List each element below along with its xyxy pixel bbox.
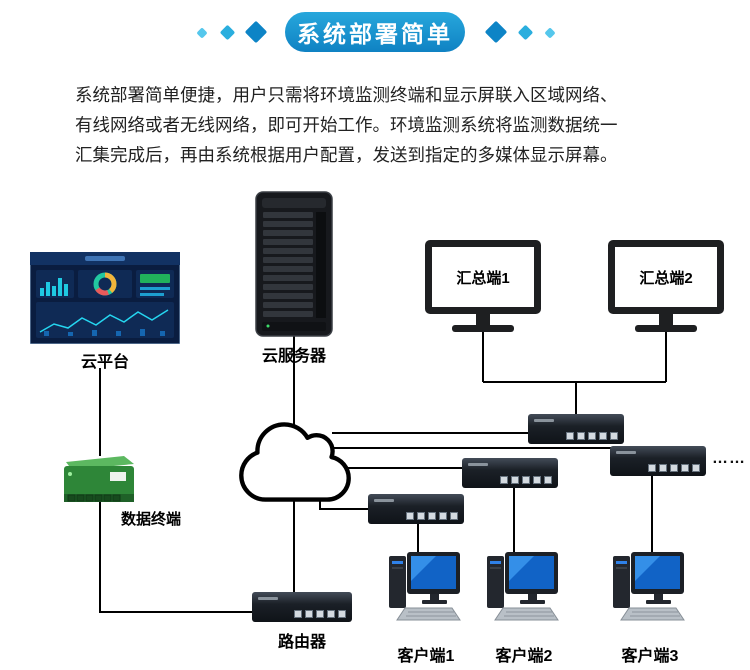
router-ports bbox=[294, 610, 346, 618]
switch-3 bbox=[462, 458, 558, 488]
monitor-frame: 汇总端1 bbox=[425, 240, 541, 314]
page-title: 系统部署简单 bbox=[297, 21, 453, 47]
client-label-3: 客户端3 bbox=[621, 648, 679, 665]
cloud-platform-label: 云平台 bbox=[80, 354, 129, 371]
client-computer-3 bbox=[613, 552, 685, 621]
title-badge: 系统部署简单 bbox=[285, 12, 465, 52]
monitor-base bbox=[635, 325, 697, 332]
terminal-connectors bbox=[67, 494, 121, 502]
intro-line-1: 系统部署简单便捷，用户只需将环境监测终端和显示屏联入区域网络、 bbox=[75, 85, 618, 105]
data-terminal-device bbox=[64, 456, 134, 502]
router-label: 路由器 bbox=[277, 634, 326, 651]
switch-ports bbox=[566, 432, 618, 440]
bar-chart bbox=[40, 278, 68, 296]
switch-4 bbox=[368, 494, 464, 524]
monitor-stand bbox=[659, 313, 673, 325]
client-label-2: 客户端2 bbox=[495, 648, 553, 665]
switch-brand bbox=[468, 463, 488, 466]
switch-ports bbox=[406, 512, 458, 520]
cloud-platform-screenshot bbox=[30, 252, 180, 344]
summary-screen-1: 汇总端1 bbox=[432, 247, 534, 307]
router-device bbox=[252, 592, 352, 622]
cloud-server-label: 云服务器 bbox=[261, 348, 326, 365]
summary-monitor-1: 汇总端1 bbox=[425, 240, 541, 332]
router-brand bbox=[258, 597, 278, 600]
summary-monitor-2: 汇总端2 bbox=[608, 240, 724, 332]
donut-chart bbox=[93, 272, 117, 296]
switch-ports bbox=[500, 476, 552, 484]
monitor-frame: 汇总端2 bbox=[608, 240, 724, 314]
more-devices-ellipsis: …… bbox=[712, 450, 746, 467]
switch-ports bbox=[648, 464, 700, 472]
client-computer-1 bbox=[389, 552, 461, 621]
data-terminal-label: 数据终端 bbox=[120, 511, 181, 528]
client-label-1: 客户端1 bbox=[397, 648, 455, 665]
terminal-led bbox=[68, 472, 72, 476]
server-slats bbox=[263, 212, 313, 317]
terminal-label-sticker bbox=[110, 472, 126, 481]
wires bbox=[99, 330, 667, 613]
switch-brand bbox=[534, 419, 554, 422]
intro-line-2: 有线网络或者无线网络，即可开始工作。环境监测系统将监测数据统一 bbox=[75, 115, 618, 135]
client-computer-2 bbox=[487, 552, 559, 621]
switch-brand bbox=[374, 499, 394, 502]
monitor-stand bbox=[476, 313, 490, 325]
intro-line-3: 汇集完成后，再由系统根据用户配置，发送到指定的多媒体显示屏幕。 bbox=[75, 145, 618, 165]
switch-2 bbox=[610, 446, 706, 476]
intro-paragraph: 系统部署简单便捷，用户只需将环境监测终端和显示屏联入区域网络、 有线网络或者无线… bbox=[75, 80, 683, 170]
monitor-base bbox=[452, 325, 514, 332]
green-stat-box bbox=[140, 274, 170, 283]
cloud-server-tower bbox=[255, 191, 333, 337]
switch-1 bbox=[528, 414, 624, 444]
line-chart bbox=[39, 309, 169, 333]
network-cloud-icon bbox=[239, 422, 351, 502]
summary-screen-2: 汇总端2 bbox=[615, 247, 717, 307]
switch-brand bbox=[616, 451, 636, 454]
